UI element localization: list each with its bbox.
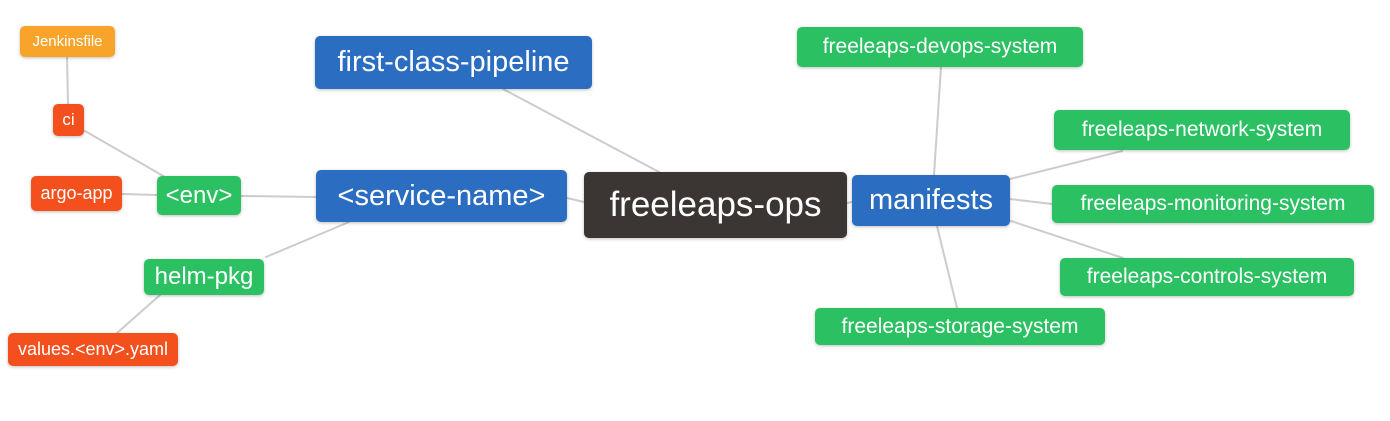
- mindmap-node-jenkinsfile[interactable]: Jenkinsfile: [20, 26, 115, 57]
- edge-service-name-to-freeleaps-ops: [566, 197, 585, 203]
- edge-argo-app-to-env: [121, 193, 158, 196]
- edge-manifests-to-network-system: [1009, 150, 1123, 180]
- edge-manifests-to-devops-system: [933, 66, 942, 176]
- mindmap-node-manifests[interactable]: manifests: [852, 175, 1010, 226]
- mindmap-node-service-name[interactable]: <service-name>: [316, 170, 567, 222]
- mindmap-node-freeleaps-ops[interactable]: freeleaps-ops: [584, 172, 847, 238]
- edge-env-to-service-name: [240, 195, 317, 198]
- mindmap-node-argo-app[interactable]: argo-app: [31, 176, 122, 211]
- mindmap-node-network-system[interactable]: freeleaps-network-system: [1054, 110, 1350, 150]
- edge-manifests-to-monitoring-system: [1009, 198, 1053, 205]
- mindmap-node-monitoring-system[interactable]: freeleaps-monitoring-system: [1052, 185, 1374, 223]
- edge-jenkinsfile-to-ci: [66, 56, 69, 105]
- edge-helm-pkg-to-service-name: [265, 221, 350, 258]
- edge-values-env-yaml-to-helm-pkg: [116, 294, 161, 334]
- mindmap-node-helm-pkg[interactable]: helm-pkg: [144, 259, 264, 295]
- mindmap-node-storage-system[interactable]: freeleaps-storage-system: [815, 308, 1105, 345]
- edge-manifests-to-controls-system: [1010, 220, 1124, 259]
- edge-manifests-to-storage-system: [936, 225, 958, 309]
- mindmap-node-controls-system[interactable]: freeleaps-controls-system: [1060, 258, 1354, 296]
- mindmap-node-first-class-pipeline[interactable]: first-class-pipeline: [315, 36, 592, 89]
- mindmap-node-ci[interactable]: ci: [53, 104, 84, 136]
- edge-ci-to-env: [84, 130, 166, 178]
- edge-first-class-pipeline-to-freeleaps-ops: [502, 88, 660, 173]
- mindmap-node-env[interactable]: <env>: [157, 176, 241, 215]
- mindmap-node-devops-system[interactable]: freeleaps-devops-system: [797, 27, 1083, 67]
- mindmap-node-values-env-yaml[interactable]: values.<env>.yaml: [8, 333, 178, 366]
